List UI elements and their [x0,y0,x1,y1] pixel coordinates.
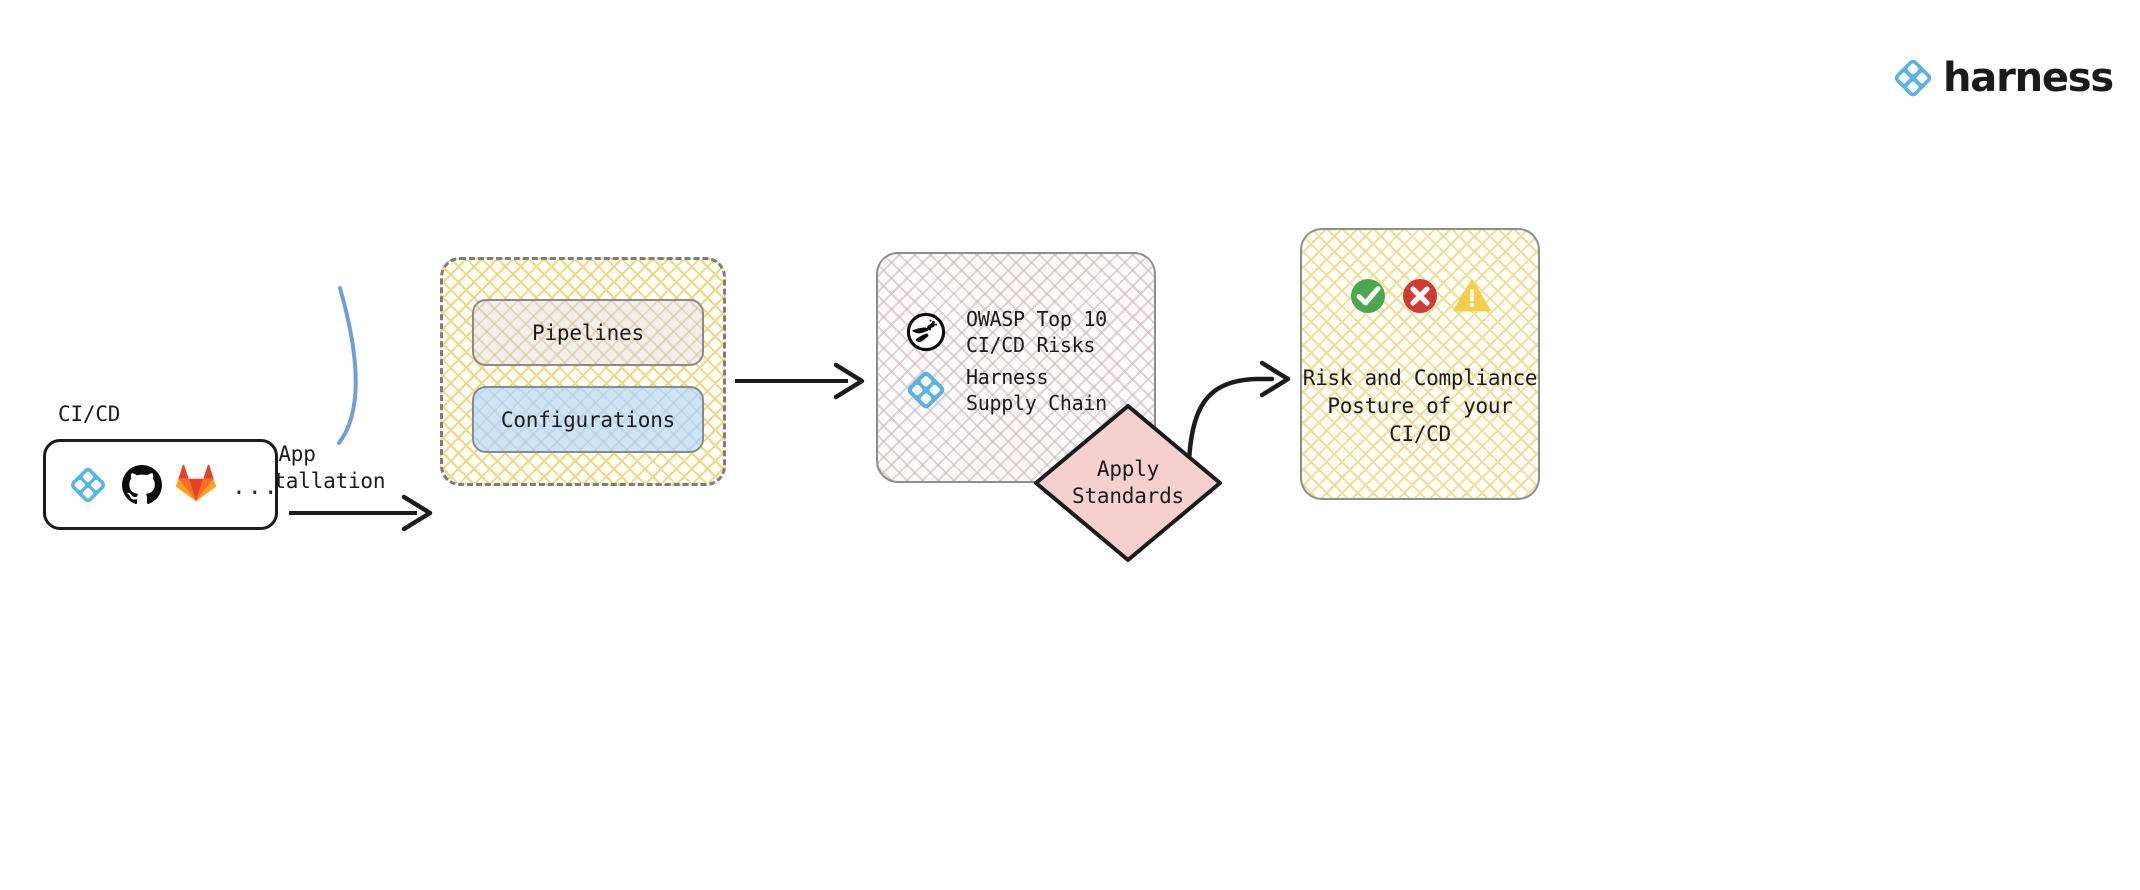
owasp-wasp-icon [906,312,946,352]
harness-diamond-icon [1894,59,1932,97]
cicd-label: CI/CD [58,402,121,426]
x-circle-icon [1403,279,1437,313]
configurations-card[interactable]: Configurations [472,386,704,453]
harness-brand-logo: harness [1893,55,2114,101]
apply-standards-node[interactable]: Apply Standards [1028,398,1228,568]
standard-label-owasp: OWASP Top 10 CI/CD Risks [966,307,1107,357]
flow-arrow-2 [735,362,865,400]
harness-diamond-icon [70,467,106,502]
check-circle-icon [1351,279,1385,313]
status-icon-group [1302,276,1538,316]
pipelines-configurations-group: Pipelines Configurations [440,257,726,486]
github-octocat-icon [122,464,162,504]
gitlab-fox-icon [176,464,216,501]
app-installation-boundary-curve [337,286,358,445]
apply-standards-label: Apply Standards [1072,456,1184,508]
pipelines-card[interactable]: Pipelines [472,299,704,366]
standard-label-harness: Harness Supply Chain [966,365,1107,415]
standard-item-owasp: OWASP Top 10 CI/CD Risks [904,306,1107,358]
ellipsis-icon: ... [232,474,280,500]
warning-triangle-icon [1453,279,1491,312]
brand-name: harness [1943,55,2114,101]
standard-item-harness: Harness Supply Chain [904,364,1107,416]
outcome-label: Risk and Compliance Posture of your CI/C… [1302,366,1538,446]
flow-arrow-1 [289,494,433,532]
outcome-box: Risk and Compliance Posture of your CI/C… [1300,228,1540,500]
harness-diamond-icon [907,371,945,409]
cicd-source-box: ... [43,439,278,530]
standards-box: OWASP Top 10 CI/CD Risks Harness Supply … [876,252,1156,483]
